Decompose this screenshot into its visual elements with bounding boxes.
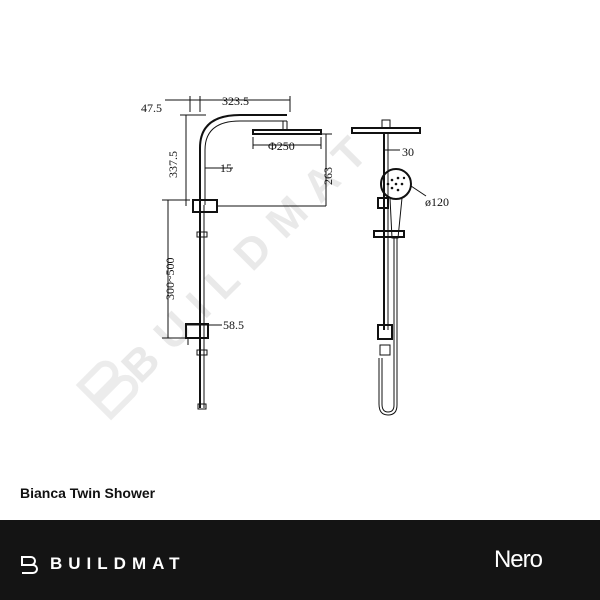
technical-drawing: BUILDMAT 47.5 323.5 337.5 — [75, 94, 449, 421]
side-view: 47.5 323.5 337.5 15 263 Φ250 300~500 58.… — [141, 94, 335, 410]
partner-logo: Nero — [493, 546, 543, 573]
product-title: Bianca Twin Shower — [20, 485, 156, 501]
dim-323-5: 323.5 — [222, 94, 249, 108]
dim-337-5: 337.5 — [166, 151, 180, 178]
dim-250: Φ250 — [268, 139, 295, 153]
dim-300-500: 300~500 — [163, 258, 177, 301]
dim-30: 30 — [402, 145, 414, 159]
dim-47-5: 47.5 — [141, 101, 162, 115]
dim-263: 263 — [321, 167, 335, 185]
front-view: 30 ø120 — [351, 119, 449, 416]
footer-bar: BUILDMAT Nero — [0, 520, 600, 600]
dim-58-5: 58.5 — [223, 318, 244, 332]
watermark-logo — [75, 360, 139, 421]
dim-15: 15 — [220, 161, 232, 175]
brand-logo[interactable]: BUILDMAT — [20, 554, 186, 574]
brand-name: BUILDMAT — [50, 554, 186, 573]
buildmat-logo-icon — [21, 556, 38, 574]
watermark-text: BUILDMAT — [112, 118, 386, 392]
dim-120: ø120 — [425, 195, 449, 209]
